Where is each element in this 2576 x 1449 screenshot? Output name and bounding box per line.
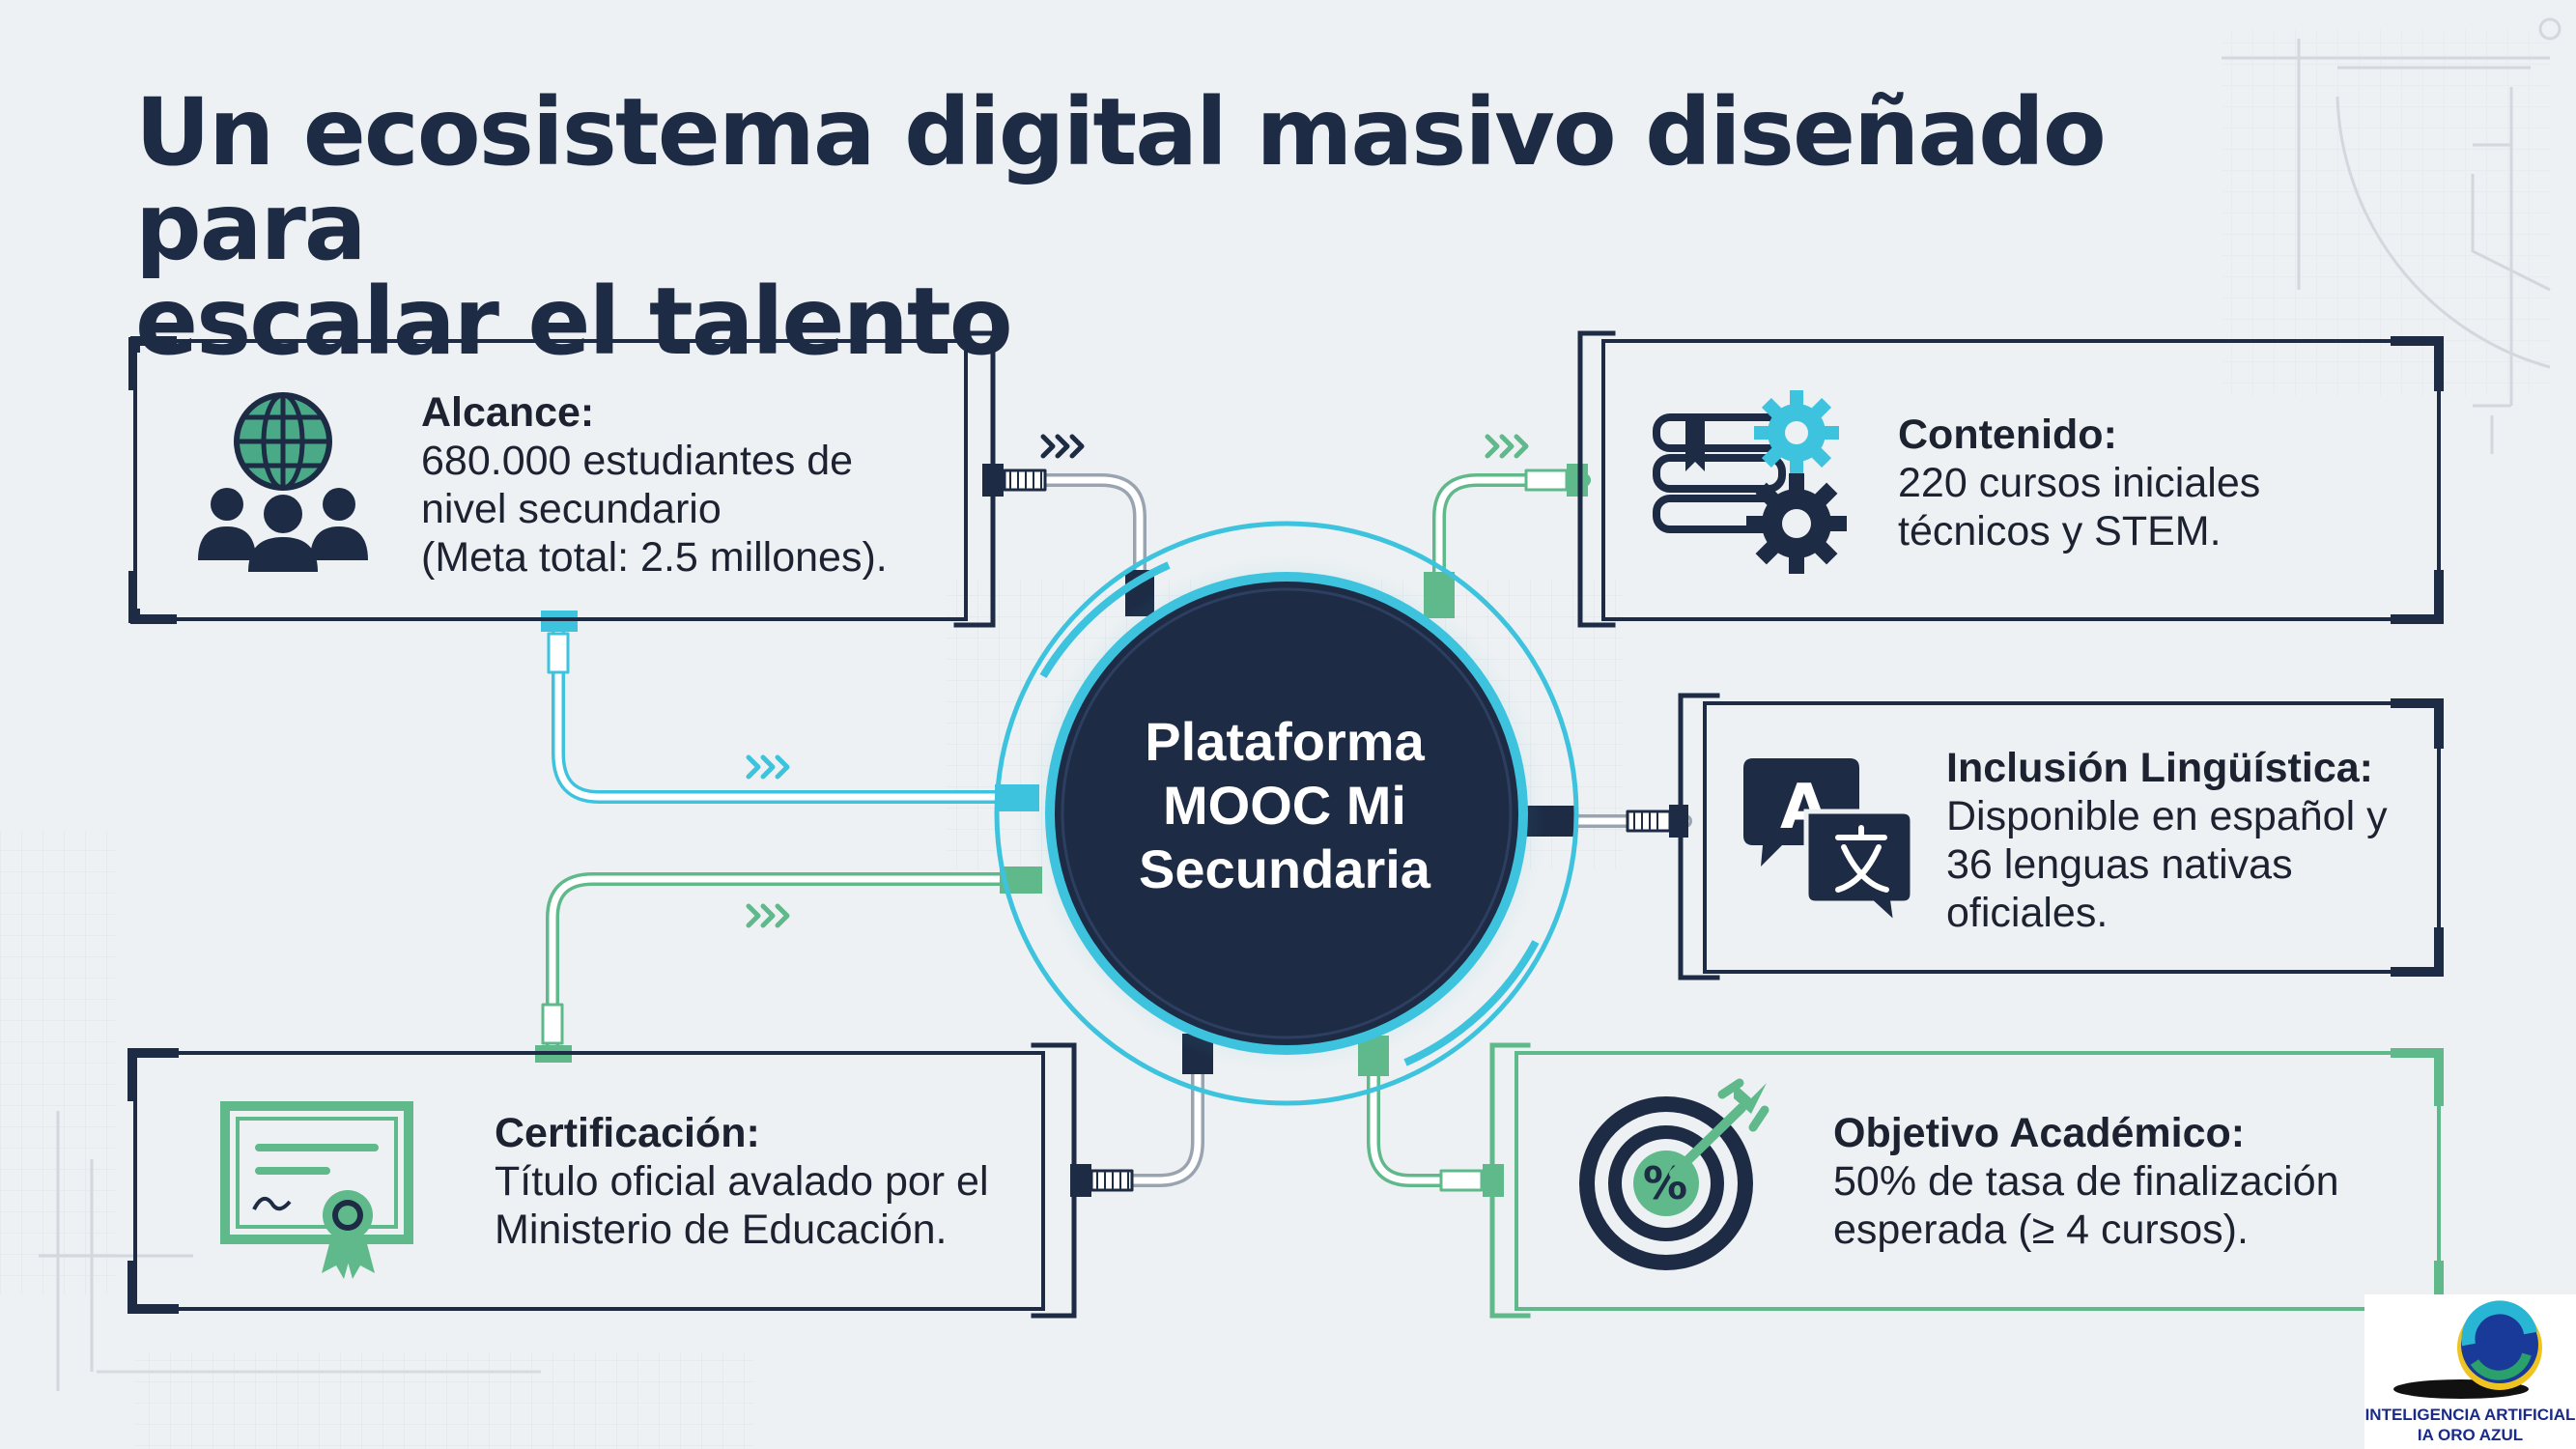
hub-label-line-1: Plataforma (1145, 711, 1425, 772)
logo-line-1: INTELIGENCIA ARTIFICIAL (2364, 1406, 2576, 1424)
card-line: 680.000 estudiantes de (421, 438, 854, 484)
hub-label-line-3: Secundaria (1139, 838, 1430, 899)
card-certificacion: Certificación: Título oficial avalado po… (495, 1109, 989, 1254)
books-gears-icon (1653, 390, 1847, 574)
card-line: 220 cursos iniciales (1898, 460, 2261, 506)
certificate-icon (220, 1101, 413, 1279)
logo-emblem-icon (2393, 1300, 2542, 1399)
card-line: Disponible en español y (1946, 793, 2388, 839)
card-objetivo: Objetivo Académico: 50% de tasa de final… (1833, 1109, 2339, 1254)
card-line: (Meta total: 2.5 millones). (421, 534, 888, 581)
card-line: Ministerio de Educación. (495, 1207, 948, 1253)
hub (994, 521, 1579, 1106)
card-inclusion: Inclusión Lingüística: Disponible en esp… (1946, 744, 2388, 937)
card-heading: Contenido: (1898, 412, 2117, 458)
target-percent-icon: % (1579, 1078, 1769, 1270)
title-line-2: escalar el talento (135, 268, 1013, 376)
brand-logo: INTELIGENCIA ARTIFICIAL IA ORO AZUL (2364, 1294, 2576, 1449)
connectors (535, 434, 1692, 1197)
card-contenido: Contenido: 220 cursos iniciales técnicos… (1898, 411, 2260, 555)
card-line: 50% de tasa de finalización (1833, 1158, 2339, 1205)
card-alcance: Alcance: 680.000 estudiantes de nivel se… (421, 388, 888, 582)
card-heading: Alcance: (421, 389, 595, 436)
translation-icon: A (1743, 758, 1915, 931)
title-line-1: Un ecosistema digital masivo diseñado pa… (135, 78, 2107, 281)
logo-text: INTELIGENCIA ARTIFICIAL IA ORO AZUL (2364, 1405, 2576, 1445)
card-line: nivel secundario (421, 486, 722, 532)
card-heading: Objetivo Académico: (1833, 1110, 2246, 1156)
card-line: técnicos y STEM. (1898, 508, 2222, 554)
logo-line-2: IA ORO AZUL (2417, 1426, 2524, 1444)
hub-label: Plataforma MOOC Mi Secundaria (1087, 710, 1483, 901)
card-line: Título oficial avalado por el (495, 1158, 989, 1205)
card-heading: Inclusión Lingüística: (1946, 745, 2373, 791)
globe-people-icon (198, 392, 368, 572)
hub-label-line-2: MOOC Mi (1163, 775, 1406, 836)
card-line: oficiales. (1946, 890, 2109, 936)
card-line: 36 lenguas nativas (1946, 841, 2293, 888)
page-title: Un ecosistema digital masivo diseñado pa… (135, 85, 2260, 369)
card-line: esperada (≥ 4 cursos). (1833, 1207, 2249, 1253)
card-heading: Certificación: (495, 1110, 760, 1156)
